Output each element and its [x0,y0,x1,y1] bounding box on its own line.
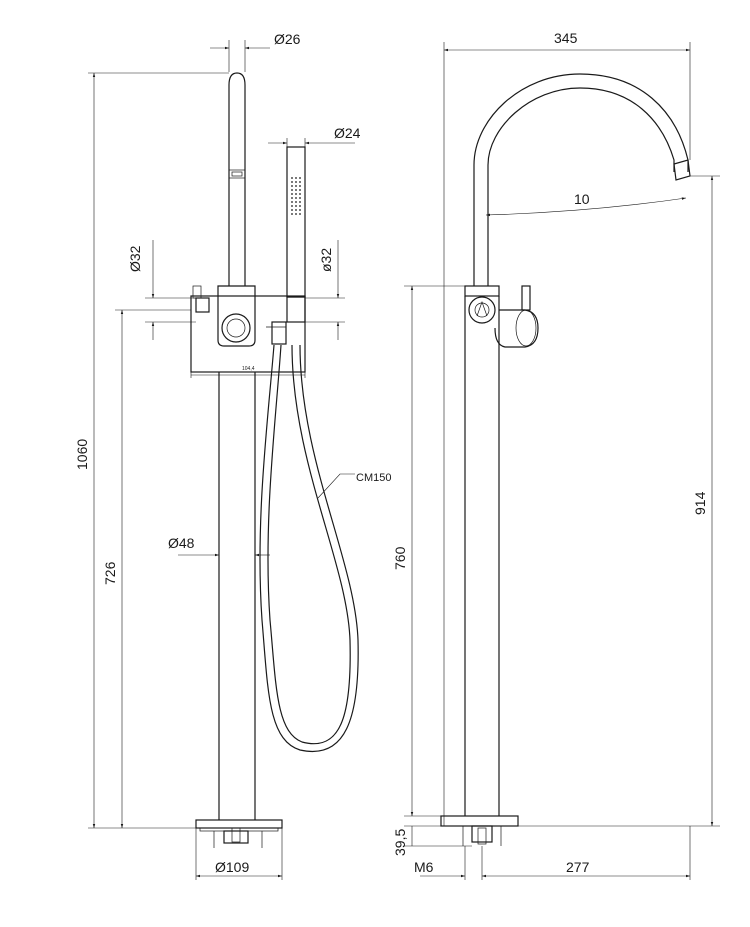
front-base [195,819,283,848]
dim-base-diameter: Ø109 [215,859,249,875]
shower-nozzles [291,177,301,215]
dim-spout-reach: 345 [554,30,578,46]
label-hose: CM150 [356,472,391,484]
side-column [464,285,539,816]
front-view: Ø26 Ø24 Ø32 ø32 104,4 Ø48 Ø109 1060 726 … [74,31,391,880]
dim-left-ring-diameter: Ø32 [127,245,143,272]
side-view: 345 10 760 914 39,5 M6 277 [392,30,720,880]
side-dimension-lines [404,42,720,880]
shower-hose [259,344,359,753]
dim-handle-diameter: Ø26 [274,31,301,47]
dim-spout-angle: 10 [574,191,590,207]
front-dimension-lines [88,40,355,880]
dim-total-height: 1060 [74,439,90,470]
dim-column-diameter: Ø48 [168,535,195,551]
column [218,372,256,820]
dim-shower-diameter: Ø24 [334,125,361,141]
dim-base-offset: 277 [566,859,590,875]
dim-base-height: 39,5 [392,829,408,856]
side-base [440,815,519,846]
mixer-body [190,285,306,373]
dim-spout-height: 914 [692,491,708,515]
dim-thread: M6 [414,859,434,875]
dim-valve-height-front: 726 [102,561,118,585]
dim-body-width: 104,4 [242,366,255,372]
dim-valve-height-side: 760 [392,546,408,570]
top-handle [228,72,246,286]
spout [473,73,691,286]
dim-right-ring-diameter: ø32 [318,248,334,272]
hand-shower [286,146,306,298]
